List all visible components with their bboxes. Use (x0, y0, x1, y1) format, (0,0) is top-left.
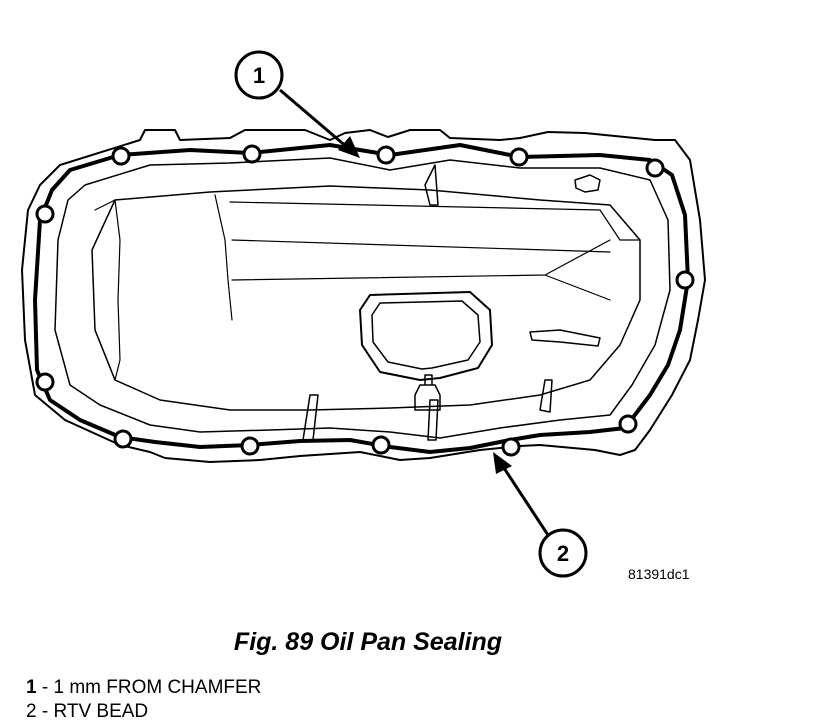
baffle-fin (427, 399, 439, 441)
legend-number: 2 (26, 701, 37, 722)
bolt-hole (35, 372, 55, 392)
pan-flange-outline (21, 129, 706, 463)
callout-1: 1 (234, 50, 360, 158)
callout-circle (538, 528, 588, 578)
bolt-hole (240, 436, 260, 456)
bolt-hole (645, 158, 665, 178)
figure-id: 81391dc1 (628, 566, 690, 582)
pan-floor-rib (94, 194, 641, 381)
bolt-hole (242, 144, 262, 164)
bolt-hole (675, 270, 695, 290)
legend-text: 1 mm FROM CHAMFER (53, 677, 262, 698)
drain-boss (414, 374, 441, 411)
pickup-well-outer (359, 291, 493, 381)
bolt-hole (618, 414, 638, 434)
arrowhead (338, 136, 360, 158)
bolt-hole (111, 146, 131, 166)
legend-number: 1 (26, 677, 37, 698)
bolt-hole (509, 147, 529, 167)
bolt-hole (376, 145, 396, 165)
baffle-fin (529, 329, 601, 347)
callout-number: 2 (557, 541, 569, 566)
legend-separator: - (36, 701, 54, 722)
callout-number: 1 (253, 63, 265, 88)
bolt-hole (35, 204, 55, 224)
oil-pan-diagram: 1 2 81391dc1 (21, 50, 706, 582)
leader-line (498, 461, 550, 536)
legend-item-1: 1 - 1 mm FROM CHAMFER (26, 677, 261, 699)
figure-caption: Fig. 89 Oil Pan Sealing (233, 628, 503, 656)
bolt-hole (113, 429, 133, 449)
pickup-well-inner (371, 300, 481, 370)
callout-circle (234, 50, 284, 100)
bolt-hole (371, 435, 391, 455)
bolt-hole (501, 437, 521, 457)
legend-separator: - (36, 677, 54, 698)
baffle-fin (424, 164, 439, 206)
baffle-fin (302, 394, 319, 441)
legend-text: RTV BEAD (53, 701, 149, 722)
baffle-fin (539, 379, 553, 413)
rtv-bead (33, 143, 690, 454)
leader-line (279, 88, 349, 150)
pan-inner-flange (54, 157, 671, 439)
arrowhead (493, 452, 512, 474)
callout-2: 2 (493, 452, 588, 578)
pan-floor (91, 185, 641, 411)
legend-item-2: 2 - RTV BEAD (26, 701, 148, 723)
baffle-fin (574, 174, 601, 193)
